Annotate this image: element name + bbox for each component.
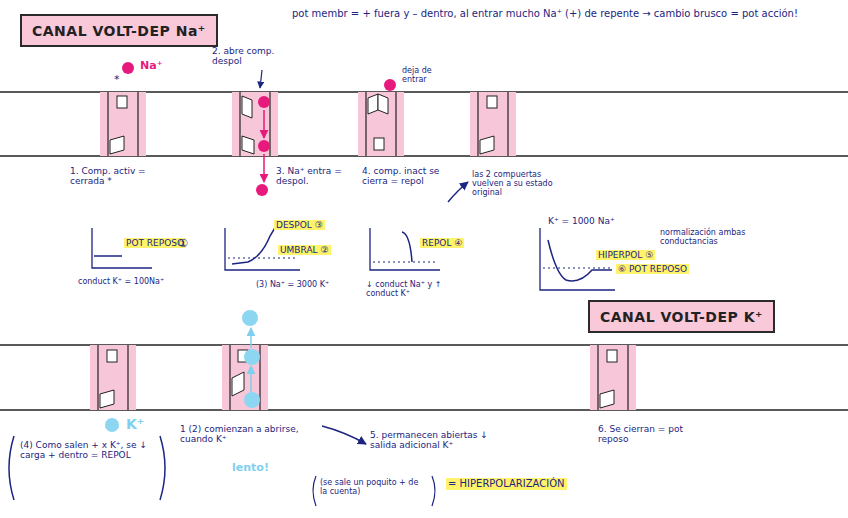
annotation: K⁺ = 1000 Na⁺ xyxy=(548,216,615,226)
annotation: pot membr = + fuera y – dentro, al entra… xyxy=(292,8,822,20)
annotation: 3. Na⁺ entra = despol. xyxy=(276,166,354,187)
channel-gates xyxy=(110,94,497,154)
annotation: UMBRAL ② xyxy=(278,245,331,255)
k-flow-arrow xyxy=(250,366,252,392)
annotation: lento! xyxy=(232,462,269,475)
annotation: las 2 compuertas vuelven a su estado ori… xyxy=(472,170,564,198)
k-ion xyxy=(105,310,260,432)
bracket xyxy=(160,436,165,500)
annotation: 2. abre comp. despol xyxy=(212,46,292,67)
annotation: (3) Na⁺ = 3000 K⁺ xyxy=(256,280,329,289)
pointer-arrow xyxy=(260,70,262,88)
annotation: deja de entrar xyxy=(402,66,454,84)
na-flow-arrow xyxy=(263,110,265,138)
annotation: Na⁺ xyxy=(140,60,162,73)
annotation: 1. Comp. activ = cerrada * xyxy=(70,166,175,187)
potential-curve xyxy=(94,226,612,281)
annotation: 5. permanecen abiertas ↓ salida adiciona… xyxy=(370,430,510,451)
annotation: ① xyxy=(178,238,188,251)
annotation: normalización ambas conductancias xyxy=(660,228,752,246)
annotation: ⑥ POT REPOSO xyxy=(616,264,689,274)
title-text: CANAL VOLT-DEP Na⁺ xyxy=(32,23,206,39)
title-box: CANAL VOLT-DEP Na⁺ xyxy=(20,14,218,47)
annotation: = HIPERPOLARIZACIÓN xyxy=(446,478,567,490)
annotation: conduct K⁺ = 100Na⁺ xyxy=(78,277,164,286)
pointer-arrow xyxy=(448,182,468,202)
bracket xyxy=(9,436,14,500)
annotation: DESPOL ③ xyxy=(274,220,325,230)
annotation: (4) Como salen + x K⁺, se ↓ carga + dent… xyxy=(20,440,158,461)
title-box: CANAL VOLT-DEP K⁺ xyxy=(588,300,775,333)
annotation: ↓ conduct Na⁺ y ↑ conduct K⁺ xyxy=(366,280,462,298)
bracket xyxy=(313,476,316,506)
pointer-arrow xyxy=(322,426,366,444)
annotation: K⁺ xyxy=(126,416,144,432)
annotation: 4. comp. inact se cierra = repol xyxy=(362,166,446,187)
annotation: * xyxy=(114,74,120,87)
na-channel xyxy=(100,92,516,156)
annotation: (se sale un poquito + de la cuenta) xyxy=(320,478,428,496)
k-channel xyxy=(90,345,636,410)
annotation: POT REPOSO xyxy=(124,238,186,248)
annotation: HIPERPOL ⑤ xyxy=(596,250,655,260)
channel-gates xyxy=(100,350,617,408)
graph-axes xyxy=(92,228,615,290)
membrane xyxy=(0,92,848,410)
annotation: 6. Se cierran = pot reposo xyxy=(598,424,698,445)
title-text: CANAL VOLT-DEP K⁺ xyxy=(600,309,763,325)
na-ion xyxy=(122,62,396,196)
na-flow-arrow xyxy=(263,154,265,182)
annotation: REPOL ④ xyxy=(420,238,464,248)
annotation: 1 (2) comienzan a abrirse, cuando K⁺ xyxy=(180,424,302,445)
bracket xyxy=(432,476,435,506)
k-flow-arrow xyxy=(250,328,252,348)
